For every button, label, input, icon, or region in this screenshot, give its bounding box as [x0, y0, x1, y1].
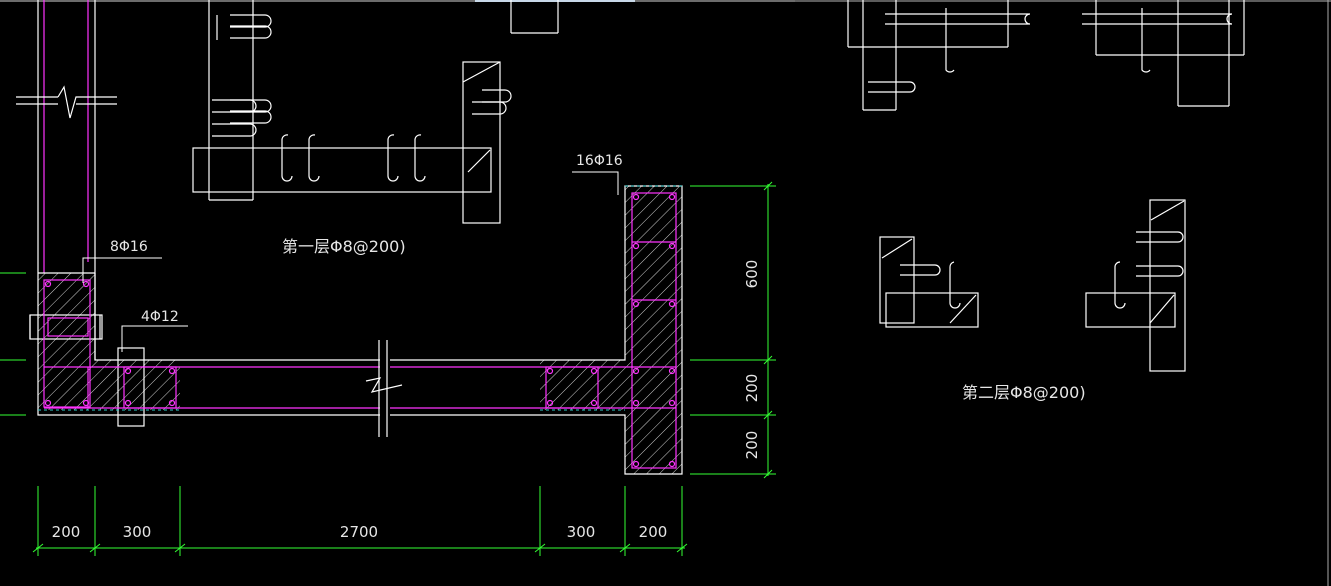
dimension-lines — [0, 181, 776, 556]
break-symbol-wall — [16, 85, 117, 119]
dim-h-3: 2700 — [340, 523, 378, 541]
dim-h-5: 200 — [639, 523, 668, 541]
right-upper-detail — [847, 0, 1245, 111]
dim-h-1: 200 — [52, 523, 81, 541]
rebar-lines — [43, 192, 677, 469]
right-middle-detail — [879, 199, 1186, 372]
dim-h-4: 300 — [567, 523, 596, 541]
horizontal-dimension-texts: 200 300 2700 300 200 — [52, 523, 668, 541]
vertical-dimension-texts: 600 200 200 — [743, 260, 761, 460]
dim-v-1: 600 — [743, 260, 761, 289]
rebar-label-16phi16: 16Φ16 — [576, 153, 623, 169]
layer-2-note: 第二层Φ8@200) — [962, 383, 1086, 402]
label-leaders — [82, 171, 619, 352]
break-symbol-slab — [365, 340, 403, 437]
dim-v-3: 200 — [743, 431, 761, 460]
upper-middle-rebar-detail — [192, 0, 559, 224]
top-edge-strip — [0, 0, 1331, 2]
section-edge-hints — [38, 185, 682, 411]
dim-v-2: 200 — [743, 374, 761, 403]
main-section-outline — [29, 185, 683, 475]
dim-h-2: 300 — [123, 523, 152, 541]
rebar-label-4phi12: 4Φ12 — [141, 309, 179, 325]
concrete-hatch — [38, 186, 682, 474]
layer-1-note: 第一层Φ8@200) — [282, 237, 406, 256]
rebar-dots — [44, 193, 676, 468]
rebar-label-8phi16: 8Φ16 — [110, 239, 148, 255]
